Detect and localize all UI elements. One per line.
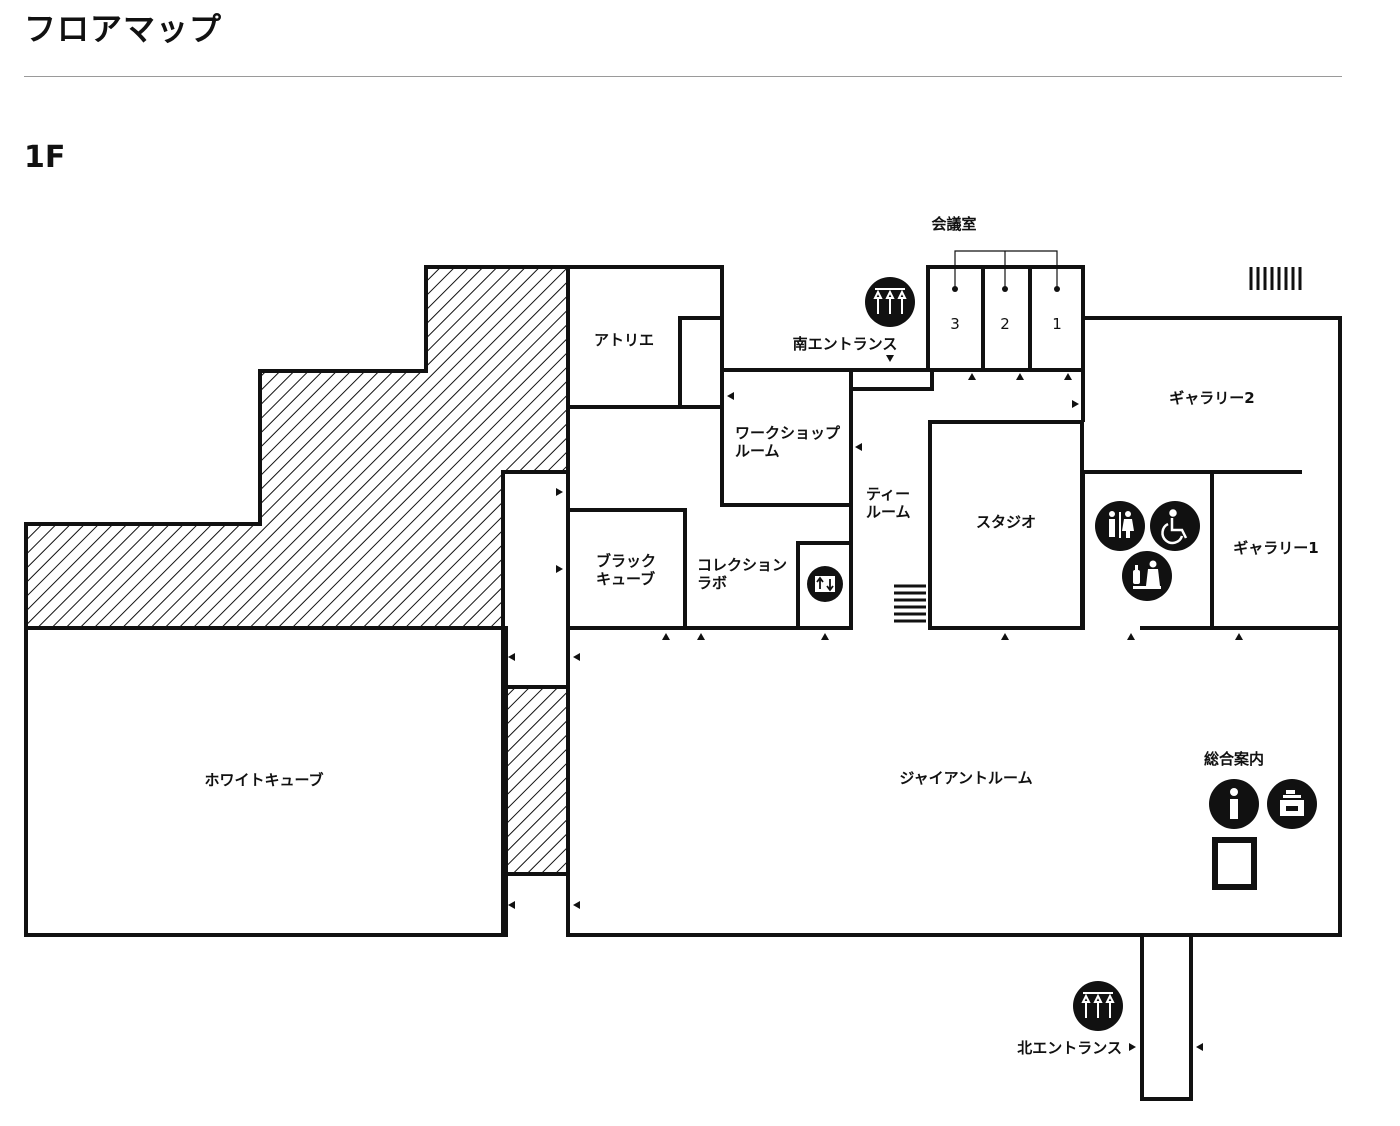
umbrella-stand-icon [1073,981,1123,1031]
collection-lab-label-2[interactable]: ラボ [697,574,727,592]
tea-room-label-1[interactable]: ティー [866,485,910,503]
workshop-room-label-2[interactable]: ルーム [735,442,780,460]
black-cube-room [568,508,687,630]
black-cube-label-2[interactable]: キューブ [596,570,655,588]
floor-heading: 1F [24,140,66,175]
nursing-room-icon[interactable] [1122,551,1172,601]
information-icon[interactable] [1209,779,1259,829]
north-entrance-corridor [1140,933,1193,1101]
umbrella-stand-icon [865,277,915,327]
meeting-room-2[interactable]: 2 [1000,315,1010,333]
north-entrance-label[interactable]: 北エントランス [1017,1039,1122,1057]
studio-label[interactable]: スタジオ [976,513,1036,531]
meeting-room-connectors [954,250,1058,288]
title-divider [24,76,1342,77]
meeting-room-1[interactable]: 1 [1052,315,1062,333]
south-entrance-label[interactable]: 南エントランス [793,335,898,353]
black-cube-label-1[interactable]: ブラック [596,552,656,570]
elevator-icon[interactable] [807,566,843,602]
atelier-label[interactable]: アトリエ [594,331,654,349]
white-cube-room[interactable] [24,626,508,937]
accessible-restroom-icon[interactable] [1150,501,1200,551]
information-board [1212,837,1257,890]
stairs-icon [894,584,926,623]
atelier-room [566,265,724,370]
page-title: フロアマップ [24,10,223,48]
restricted-area-corridor [504,685,570,876]
restricted-area [24,265,570,630]
stairs-icon [1249,267,1302,290]
coin-locker-icon[interactable] [1267,779,1317,829]
giant-room-label[interactable]: ジャイアントルーム [899,769,1032,787]
door-markers [508,355,1243,1051]
gallery-1-label[interactable]: ギャラリー1 [1233,539,1318,557]
gallery-2-label[interactable]: ギャラリー2 [1169,389,1254,407]
meeting-room-3[interactable]: 3 [950,315,960,333]
workshop-room-label-1[interactable]: ワークショップ [735,424,841,442]
information-desk-label[interactable]: 総合案内 [1204,750,1264,768]
restroom-icon[interactable] [1095,501,1145,551]
collection-lab-label-1[interactable]: コレクション [697,556,787,574]
white-cube-label[interactable]: ホワイトキューブ [204,771,323,789]
meeting-room-label: 会議室 [931,215,976,233]
tea-room-label-2[interactable]: ルーム [866,503,911,521]
